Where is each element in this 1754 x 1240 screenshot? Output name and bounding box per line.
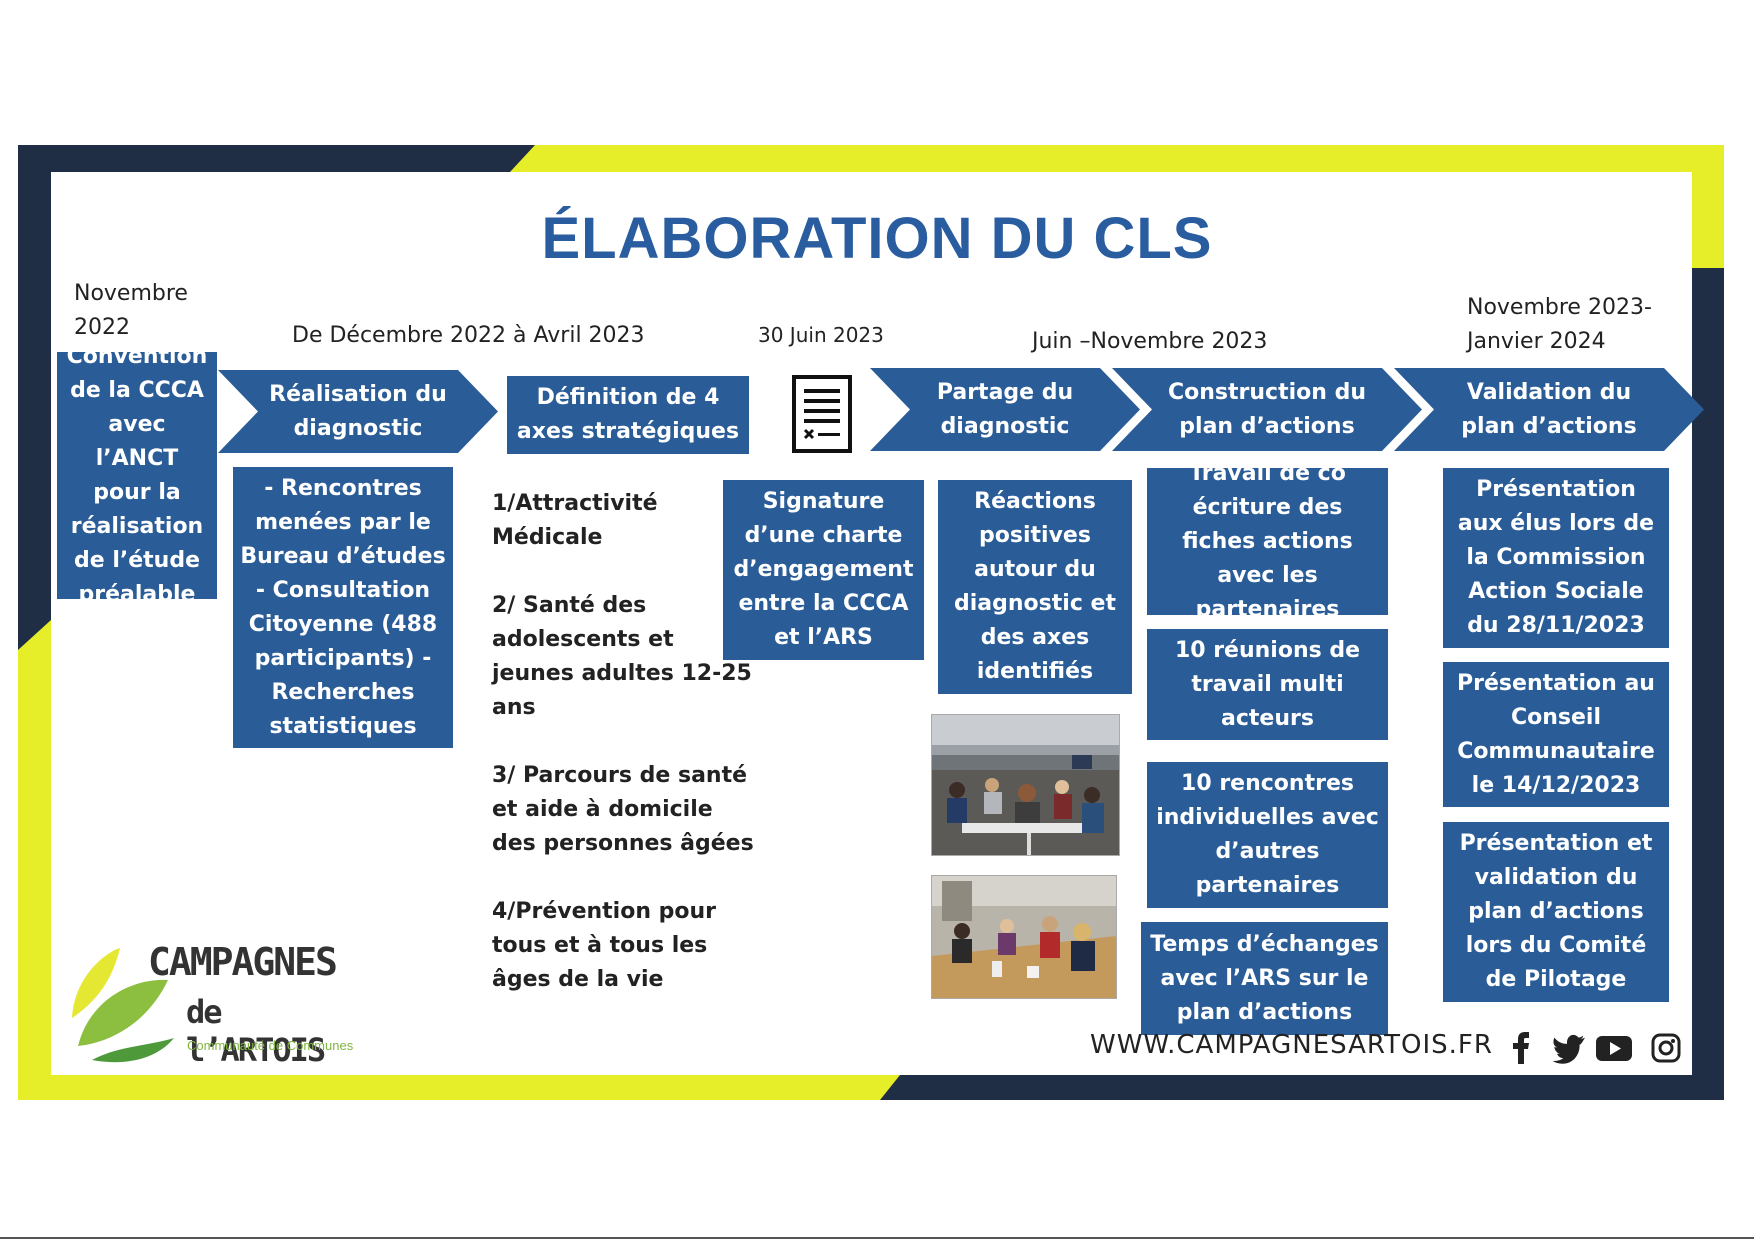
signature-box: Signature d’une charte d’engagement entr…: [723, 480, 924, 660]
twitter-icon[interactable]: [1552, 1034, 1585, 1064]
campagnes-artois-logo: CAMPAGNES de l’ARTOIS Communauté de Comm…: [64, 938, 354, 1069]
social-icons: [1508, 1030, 1688, 1066]
step-partage-arrow: Partage du diagnostic: [870, 368, 1140, 451]
construction-item-4-text: Temps d’échanges avec l’ARS sur le plan …: [1150, 931, 1379, 1025]
construction-item-1-text: Travail de co écriture des fiches action…: [1182, 460, 1353, 622]
construction-item-1: Travail de co écriture des fiches action…: [1147, 461, 1388, 622]
step-validation-arrow: Validation du plan d’actions: [1394, 368, 1704, 451]
signature-text: Signature d’une charte d’engagement entr…: [733, 489, 914, 650]
date-novembre-2022: Novembre 2022: [74, 281, 188, 340]
date-30-juin: 30 Juin 2023: [758, 323, 884, 347]
step-realisation-label: Réalisation du diagnostic: [269, 381, 447, 441]
logo-line-2: de l’ARTOIS: [186, 993, 326, 1069]
step-construction-arrow: Construction du plan d’actions: [1112, 368, 1422, 451]
youtube-icon[interactable]: [1596, 1036, 1632, 1061]
axis-4: 4/Prévention pour tous et à tous les âge…: [492, 899, 717, 992]
diagnostic-details-text: - Rencontres menées par le Bureau d’étud…: [240, 475, 446, 739]
validation-item-3-text: Présentation et validation du plan d’act…: [1459, 831, 1653, 992]
step-validation-label: Validation du plan d’actions: [1461, 379, 1637, 439]
meeting-photo-2: [931, 875, 1117, 999]
meeting-photo-1: [931, 714, 1120, 856]
diagnostic-details-box: - Rencontres menées par le Bureau d’étud…: [233, 467, 453, 748]
construction-item-2: 10 réunions de travail multi acteurs: [1147, 629, 1388, 740]
construction-item-3-text: 10 rencontres individuelles avec d’autre…: [1156, 771, 1379, 898]
axis-2: 2/ Santé des adolescents et jeunes adult…: [492, 593, 752, 720]
construction-item-4: Temps d’échanges avec l’ARS sur le plan …: [1141, 922, 1388, 1035]
logo-line-3: Communauté de Communes: [187, 1038, 354, 1053]
validation-item-2-text: Présentation au Conseil Communautaire le…: [1457, 670, 1655, 798]
page-title: ÉLABORATION DU CLS: [541, 206, 1213, 271]
logo-line-1: CAMPAGNES: [148, 940, 338, 984]
reactions-box: Réactions positives autour du diagnostic…: [938, 480, 1132, 694]
validation-item-1-text: Présentation aux élus lors de la Commiss…: [1457, 477, 1655, 638]
date-juin-novembre: Juin –Novembre 2023: [1032, 329, 1268, 354]
step-definition-box: Définition de 4 axes stratégiques: [507, 376, 749, 454]
construction-item-3: 10 rencontres individuelles avec d’autre…: [1147, 762, 1388, 908]
date-novembre-janvier: Novembre 2023- Janvier 2024: [1467, 295, 1652, 354]
validation-item-3: Présentation et validation du plan d’act…: [1443, 822, 1669, 1002]
reactions-text: Réactions positives autour du diagnostic…: [954, 489, 1116, 684]
axes-list: 1/Attractivité Médicale 2/ Santé des ado…: [492, 487, 762, 1031]
step-partage-label: Partage du diagnostic: [936, 379, 1074, 439]
step-definition-text: Définition de 4 axes stratégiques: [516, 385, 740, 444]
step-convention-text: Convention de la CCCA avec l’ANCT pour l…: [66, 343, 208, 607]
leaf-icon: [72, 948, 174, 1063]
step-realisation-arrow: Réalisation du diagnostic: [218, 370, 498, 453]
construction-item-2-text: 10 réunions de travail multi acteurs: [1174, 637, 1361, 731]
step-construction-label: Construction du plan d’actions: [1168, 379, 1366, 439]
step-convention-box: Convention de la CCCA avec l’ANCT pour l…: [57, 344, 217, 607]
document-signature-icon: [792, 375, 852, 453]
date-decembre-avril: De Décembre 2022 à Avril 2023: [292, 323, 645, 348]
validation-item-1: Présentation aux élus lors de la Commiss…: [1443, 468, 1669, 648]
website-link[interactable]: WWW.CAMPAGNESARTOIS.FR: [1090, 1030, 1493, 1060]
instagram-icon[interactable]: [1651, 1033, 1681, 1063]
facebook-icon[interactable]: [1513, 1032, 1529, 1064]
axis-3: 3/ Parcours de santé et aide à domicile …: [492, 763, 754, 856]
axis-1: 1/Attractivité Médicale: [492, 491, 658, 550]
validation-item-2: Présentation au Conseil Communautaire le…: [1443, 662, 1669, 807]
